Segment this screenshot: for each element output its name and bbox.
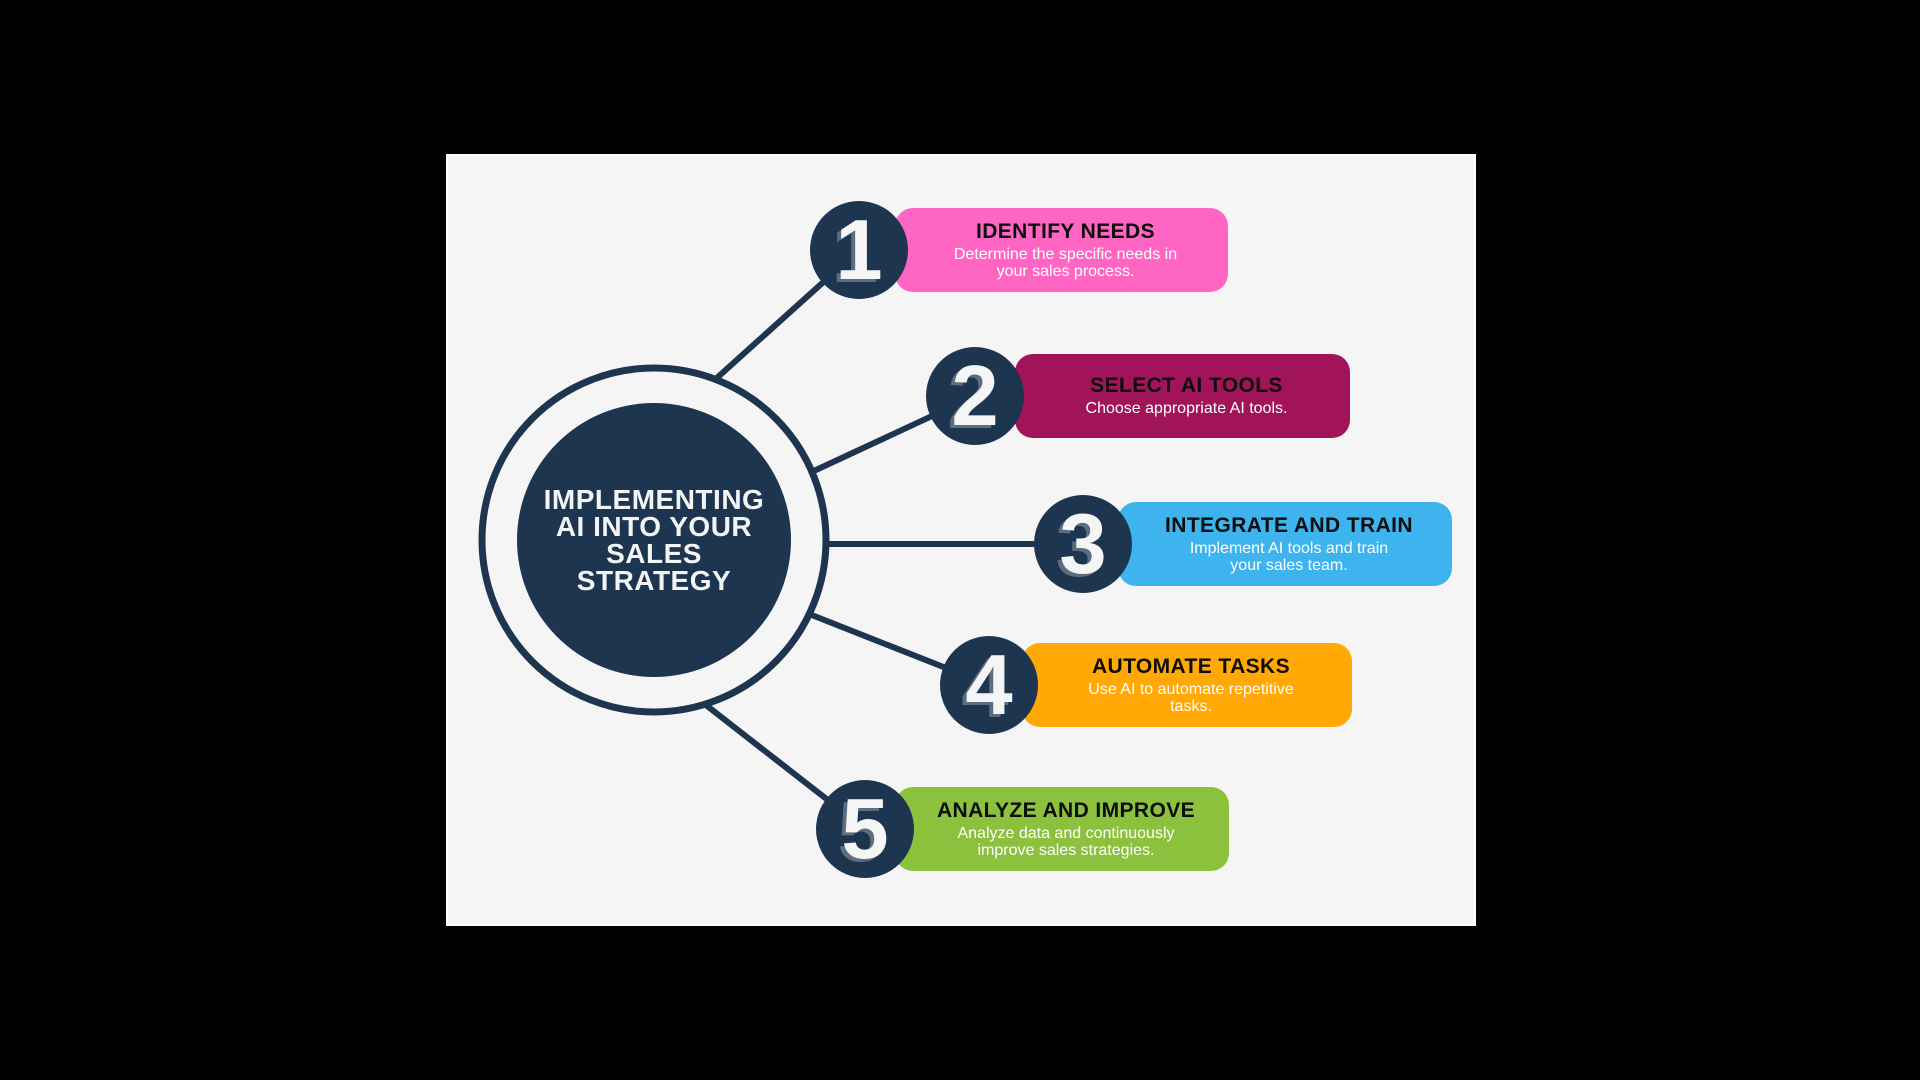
step-5-description: Analyze data and continuously improve sa… <box>957 825 1175 859</box>
center-disc <box>517 403 791 677</box>
step-5-number: 5 <box>841 781 889 877</box>
step-1-description: Determine the specific needs in your sal… <box>953 246 1178 280</box>
step-5-title: ANALYZE AND IMPROVE <box>936 799 1196 822</box>
step-3-number: 3 <box>1059 496 1107 592</box>
step-1-card: IDENTIFY NEEDS Determine the specific ne… <box>895 208 1228 292</box>
step-2-title: SELECT AI TOOLS <box>1090 374 1283 398</box>
step-3-card: INTEGRATE AND TRAIN Implement AI tools a… <box>1118 502 1452 586</box>
step-5-number-circle: 5 <box>816 780 914 878</box>
step-3-description: Implement AI tools and train your sales … <box>1189 540 1389 574</box>
step-1-title: IDENTIFY NEEDS <box>975 220 1156 243</box>
step-4-card: AUTOMATE TASKS Use AI to automate repeti… <box>1022 643 1352 727</box>
step-2-description: Choose appropriate AI tools. <box>1085 400 1288 418</box>
step-4-number-circle: 4 <box>940 636 1038 734</box>
step-5-card: ANALYZE AND IMPROVE Analyze data and con… <box>895 787 1229 871</box>
step-3-title: INTEGRATE AND TRAIN <box>1165 514 1413 537</box>
step-2-number-circle: 2 <box>926 347 1024 445</box>
center-title: IMPLEMENTING AI INTO YOUR SALES STRATEGY <box>543 484 765 596</box>
step-4-description: Use AI to automate repetitive tasks. <box>1088 681 1294 715</box>
infographic-panel: IMPLEMENTING AI INTO YOUR SALES STRATEGY… <box>446 154 1476 926</box>
step-2-number: 2 <box>951 348 999 444</box>
step-3-number-circle: 3 <box>1034 495 1132 593</box>
step-1-number: 1 <box>835 202 883 298</box>
diagram-graphics <box>478 247 1083 832</box>
step-4-title: AUTOMATE TASKS <box>1091 655 1291 678</box>
step-4-number: 4 <box>965 637 1013 733</box>
step-2-card: SELECT AI TOOLS Choose appropriate AI to… <box>1015 354 1350 438</box>
step-1-number-circle: 1 <box>810 201 908 299</box>
